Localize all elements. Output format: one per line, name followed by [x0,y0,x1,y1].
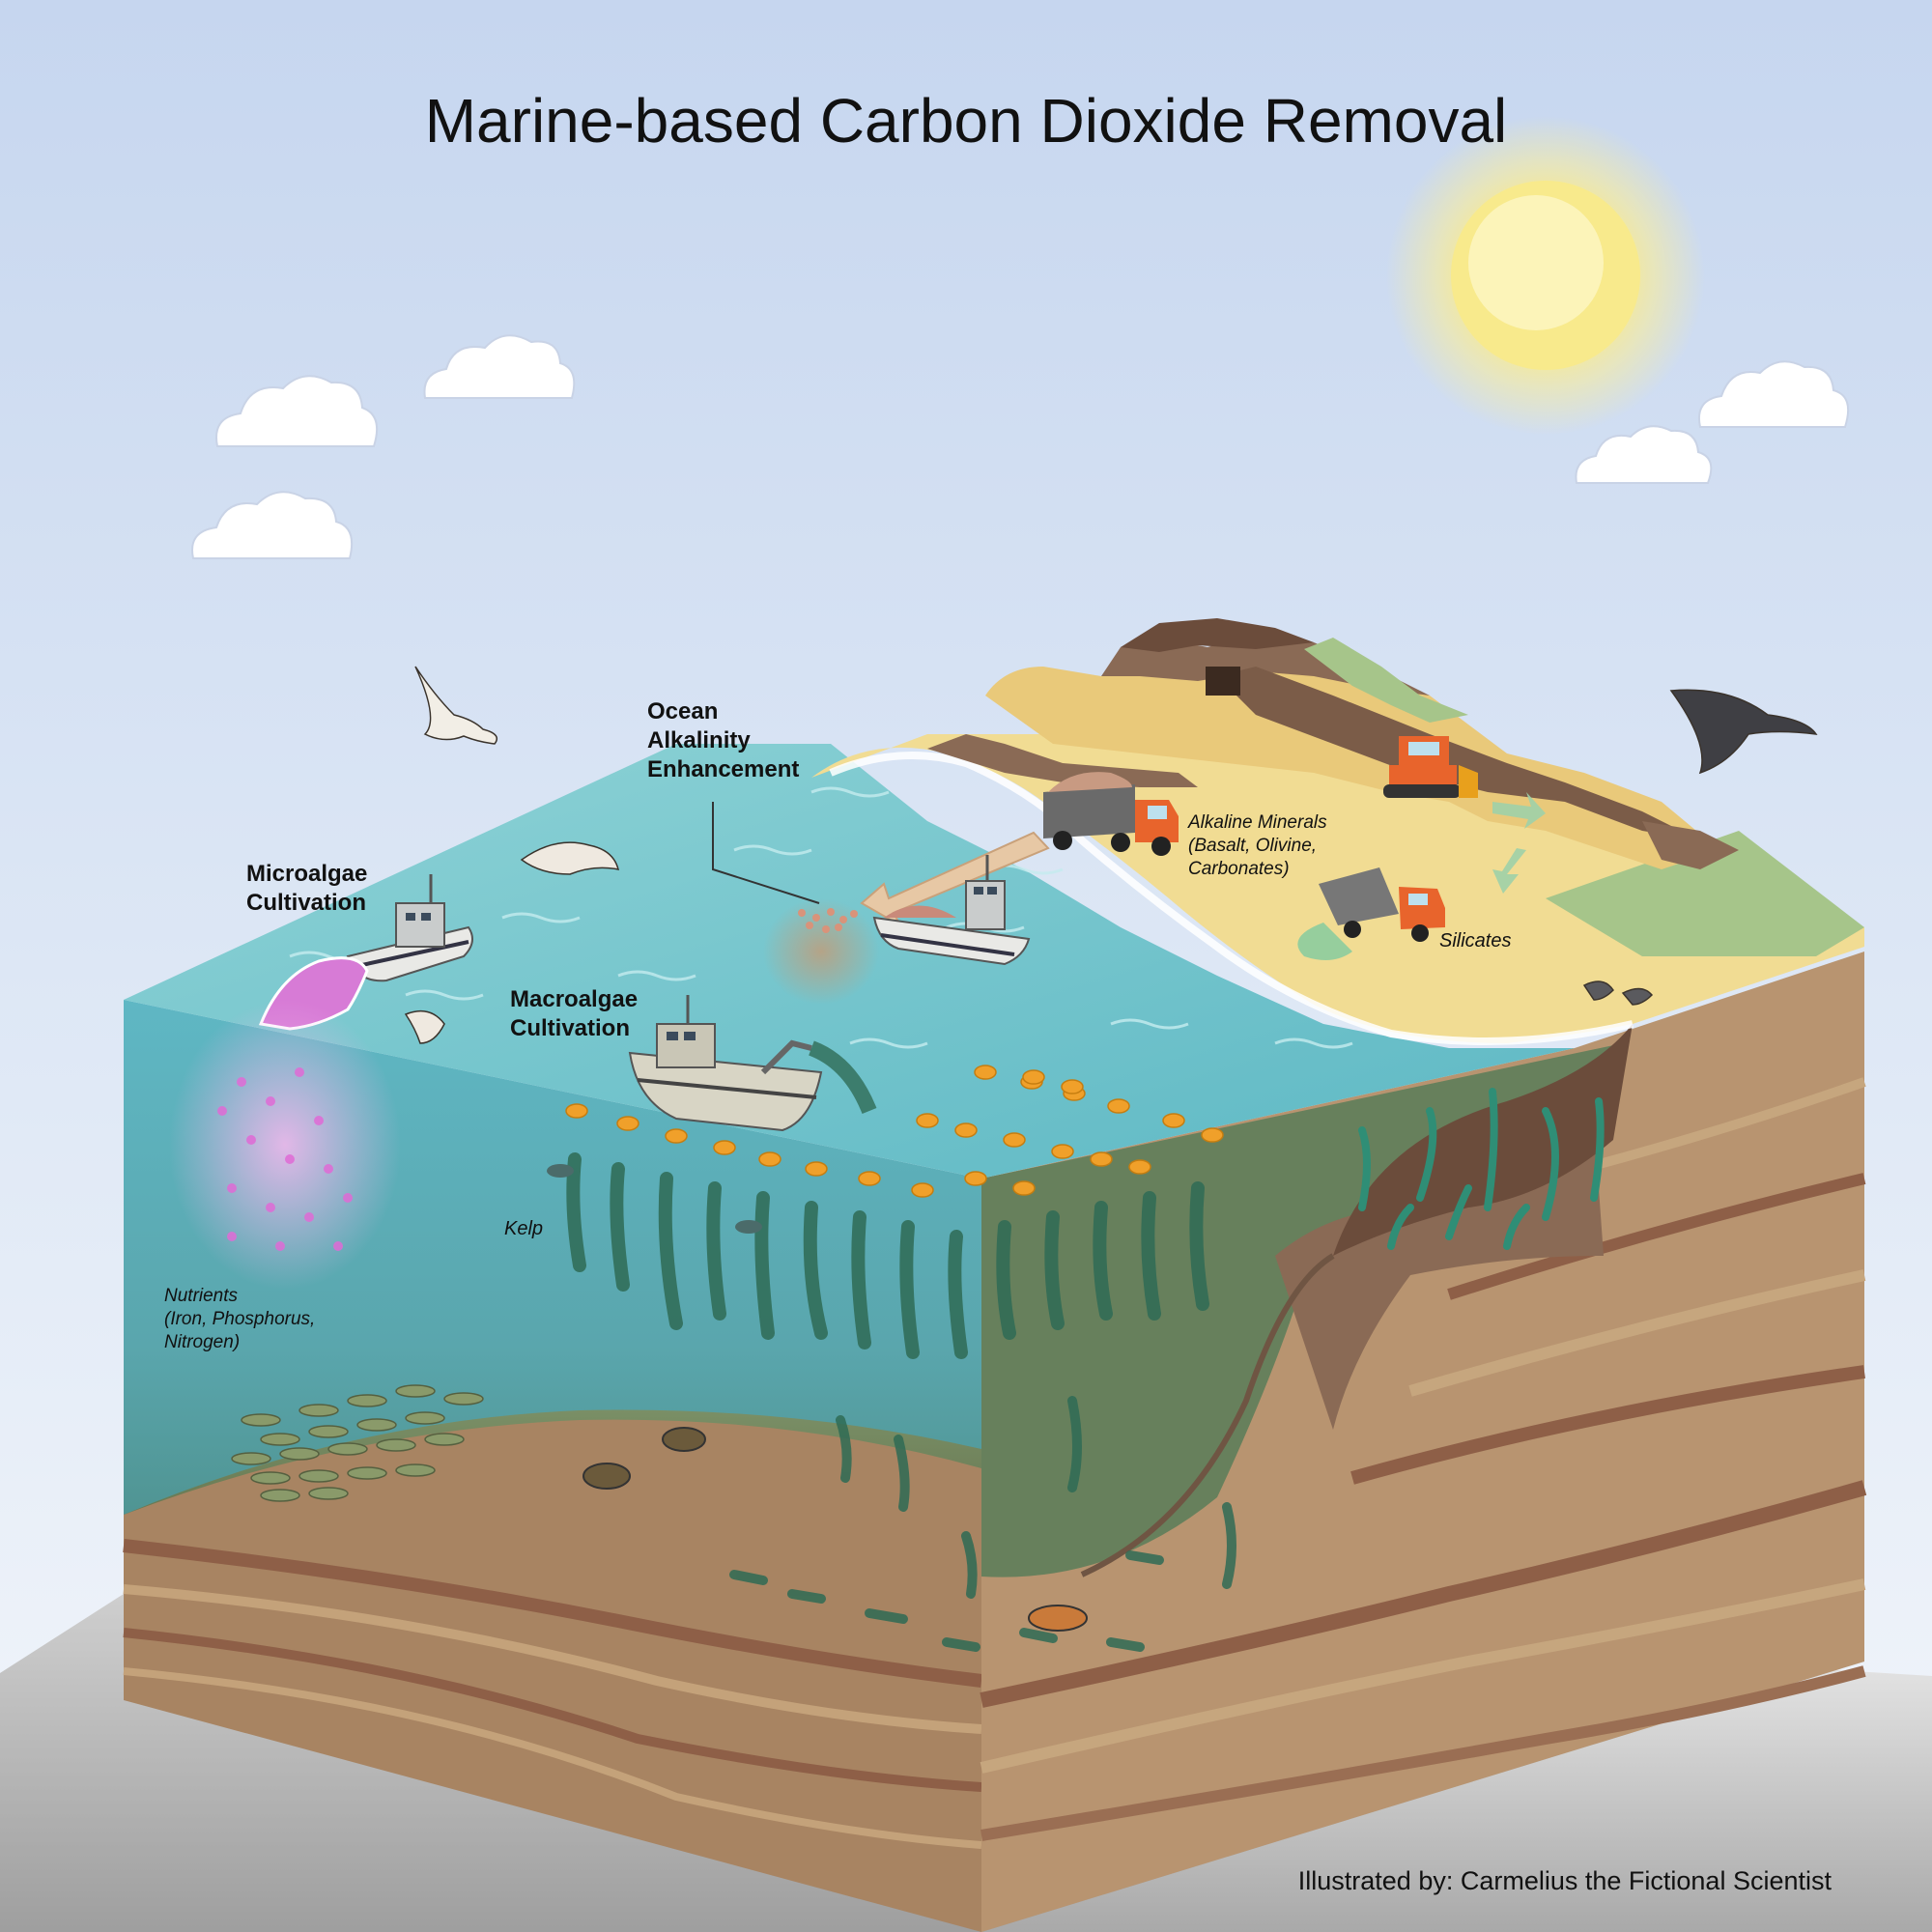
dump-truck-icon [1297,867,1445,960]
boat-icon [628,995,877,1132]
minerals-arrow [860,831,1050,928]
label-silicates: Silicates [1439,930,1512,952]
boat-icon [872,855,1031,966]
fish-icon [547,1164,1088,1632]
label-nutrients: Nutrients (Iron, Phosphorus, Nitrogen) [164,1286,316,1352]
sediment-left [123,1419,982,1932]
label-alkaline-minerals: Alkaline Minerals (Basalt, Olivine, Carb… [1188,812,1327,879]
diagram-title: Marine-based Carbon Dioxide Removal [424,86,1508,156]
label-ocean-alkalinity: Ocean Alkalinity Enhancement [647,698,800,782]
microalgae-bloom [169,1000,401,1290]
leader-line [712,802,820,904]
sun-icon [1386,116,1705,435]
kelp-strands [566,1152,1209,1359]
seabed-kelp [729,1396,1236,1652]
label-microalgae: Microalgae Cultivation [246,861,368,916]
fish-school-icons [231,1384,484,1502]
illustrator-credit: Illustrated by: Carmelius the Fictional … [1297,1866,1832,1895]
bulldozer-icon [1383,736,1478,798]
label-macroalgae: Macroalgae Cultivation [510,986,639,1041]
cloud-icon [191,334,1849,559]
label-kelp: Kelp [504,1218,544,1239]
buoy-icons [565,1065,1224,1198]
bird-icon [404,666,1818,1044]
seagrass [1358,1088,1605,1250]
dump-truck-icon [1043,772,1179,856]
sediment-right [980,1077,1867,1841]
